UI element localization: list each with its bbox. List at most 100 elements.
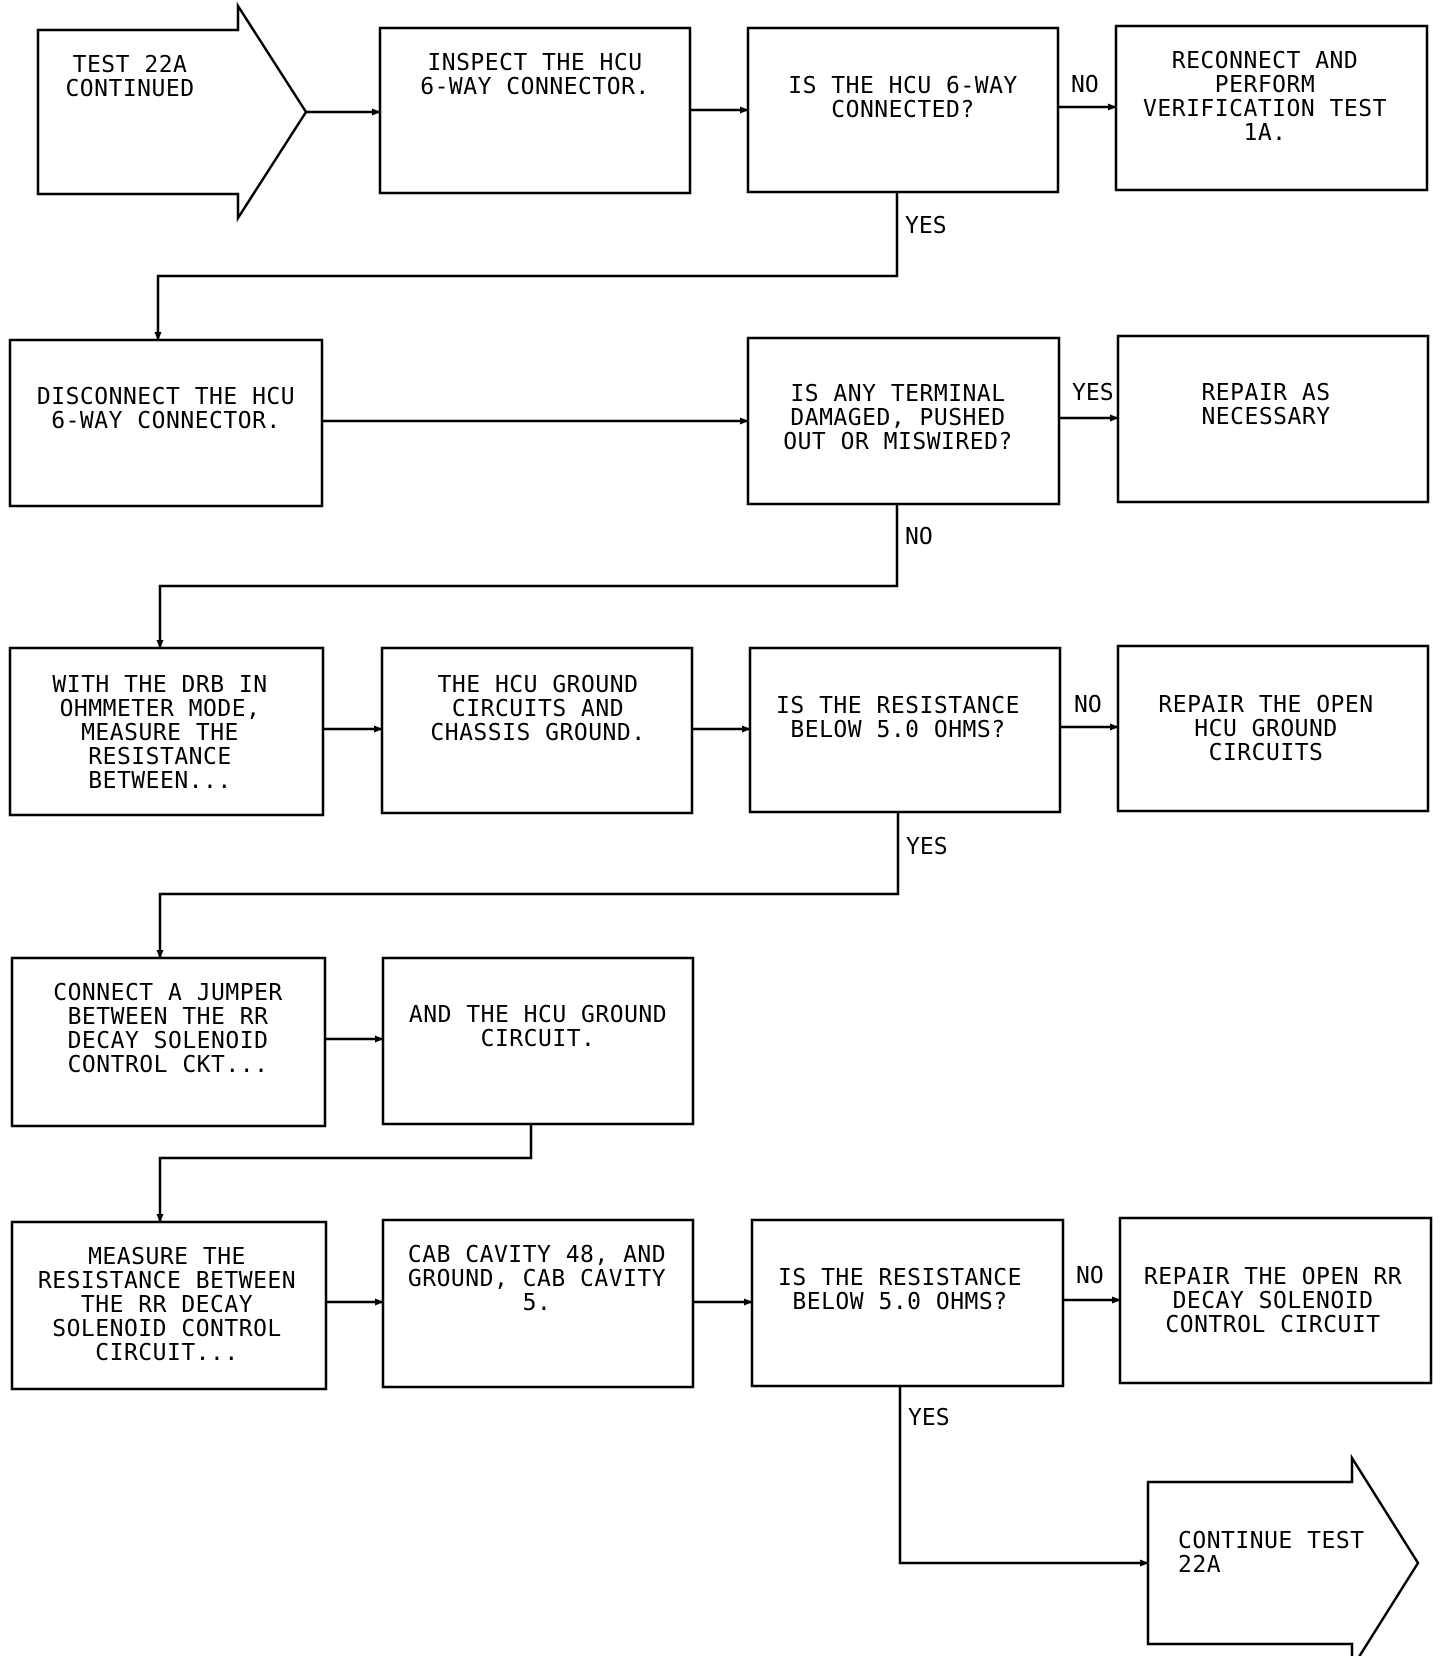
node-text-line: 5. (523, 1290, 552, 1316)
edge-and_ground-to-measure (156, 1124, 533, 1223)
node-text-line: CHASSIS GROUND. (430, 720, 645, 746)
node-text-line: BELOW 5.0 OHMS? (792, 1289, 1007, 1315)
edge-label-no: NO (1071, 72, 1099, 98)
box-shape (381, 1218, 695, 1389)
node-text-line: MEASURE THE (81, 720, 239, 746)
node-text-line: AND THE HCU GROUND (409, 1002, 667, 1028)
node-text-line: DAMAGED, PUSHED (790, 405, 1005, 431)
box-shape (8, 646, 325, 817)
edge-line (156, 504, 899, 649)
edge-label-yes: YES (1072, 380, 1114, 406)
node-text-line: CIRCUITS AND (452, 696, 624, 722)
edge-label-yes: YES (906, 834, 948, 860)
edge-label-no: NO (1076, 1263, 1104, 1289)
box-shape (378, 26, 692, 195)
node-text-line: 6-WAY CONNECTOR. (420, 74, 650, 100)
edge-q_res1-to-jumper: YES (156, 812, 948, 959)
node-text-line: CIRCUIT... (95, 1340, 238, 1366)
arrow-shape (36, 1, 308, 223)
node-text-line: RESISTANCE BETWEEN (38, 1268, 296, 1294)
node-text-line: OUT OR MISWIRED? (783, 429, 1013, 455)
edge-label-no: NO (1074, 692, 1102, 718)
box-shape (1114, 24, 1429, 192)
node-text-line: 1A. (1243, 120, 1286, 146)
node-text-line: THE RR DECAY (81, 1292, 253, 1318)
node-text-line: GROUND, CAB CAVITY (408, 1266, 666, 1292)
edge-line (156, 812, 900, 959)
node-text-line: BELOW 5.0 OHMS? (790, 717, 1005, 743)
node-text-line: CONTROL CIRCUIT (1165, 1312, 1380, 1338)
node-text-line: IS THE RESISTANCE (776, 693, 1020, 719)
node-text-line: DECAY SOLENOID (68, 1028, 269, 1054)
node-text-line: CONTINUE TEST (1178, 1528, 1365, 1554)
node-text-line: CIRCUIT. (481, 1026, 596, 1052)
node-text-line: REPAIR AS (1201, 380, 1330, 406)
edge-line (156, 1124, 533, 1223)
node-text-line: OHMMETER MODE, (60, 696, 261, 722)
edge-line (154, 192, 899, 341)
node-text-line: REPAIR THE OPEN RR (1144, 1264, 1402, 1290)
node-text-line: CAB CAVITY 48, AND (408, 1242, 666, 1268)
arrow-shape (1146, 1453, 1420, 1656)
box-shape (750, 1218, 1065, 1388)
edge-q_terminal-to-drb: NO (156, 504, 933, 649)
box-shape (746, 26, 1060, 194)
box-shape (1116, 334, 1430, 504)
node-text-line: CONNECTED? (831, 97, 974, 123)
node-text-line: TEST 22A (73, 52, 188, 78)
node-text-line: WITH THE DRB IN (52, 672, 267, 698)
node-text-line: CONTINUED (65, 76, 194, 102)
box-shape (10, 956, 327, 1128)
node-text-line: IS THE HCU 6-WAY (788, 73, 1018, 99)
box-shape (1118, 1216, 1433, 1385)
edge-q_res2-to-repair_rr: NO (1063, 1263, 1121, 1304)
edge-label-yes: YES (908, 1405, 950, 1431)
box-shape (746, 336, 1061, 506)
node-text-line: RECONNECT AND (1172, 48, 1359, 74)
node-text-line: IS ANY TERMINAL (790, 381, 1005, 407)
box-shape (748, 646, 1062, 814)
node-text-line: SOLENOID CONTROL (52, 1316, 282, 1342)
node-text-line: RESISTANCE (88, 744, 231, 770)
box-shape (10, 1220, 328, 1391)
node-text-line: CONTROL CKT... (68, 1052, 269, 1078)
edge-q_terminal-to-repair_nec: YES (1059, 380, 1119, 422)
box-shape (1116, 644, 1430, 813)
box-shape (380, 646, 694, 815)
node-text-line: MEASURE THE (88, 1244, 246, 1270)
node-text-line: THE HCU GROUND (438, 672, 639, 698)
edge-q_res2-to-end: YES (898, 1386, 1149, 1567)
